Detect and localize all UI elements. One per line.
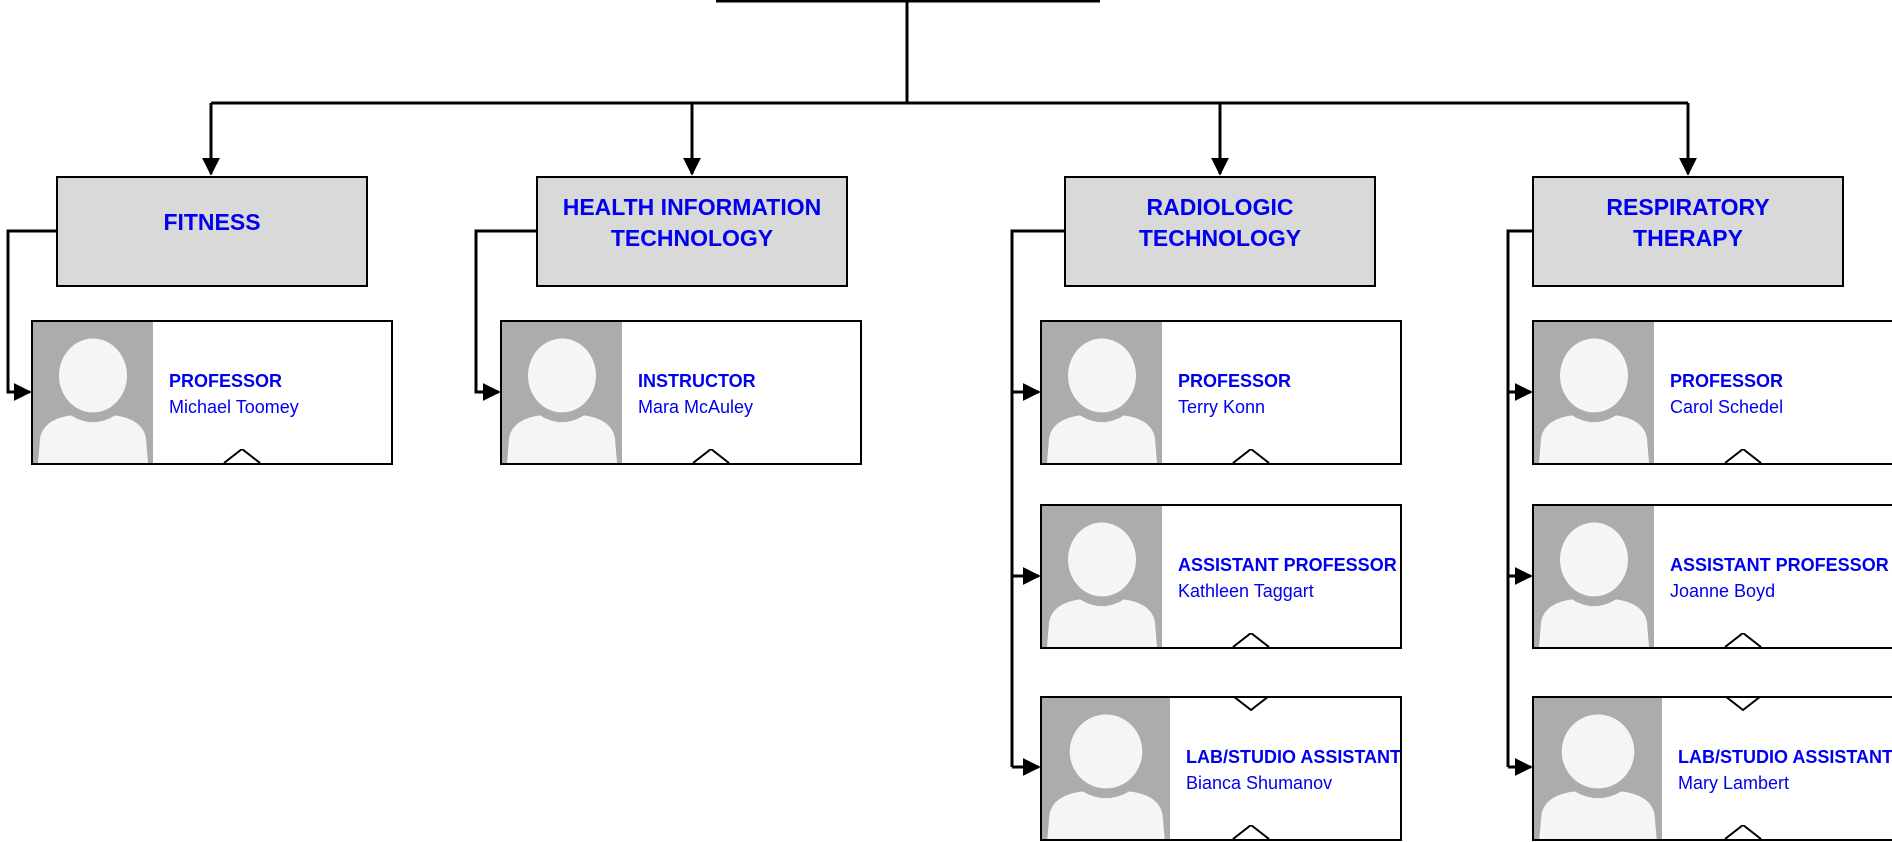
expand-caret-icon: [1724, 633, 1762, 647]
expand-caret-icon: [1232, 633, 1270, 647]
member-spine-respiratory: [1506, 229, 1532, 767]
avatar-placeholder-icon: [1042, 698, 1170, 839]
person-role: PROFESSOR: [169, 371, 283, 391]
person-card-radiologic-2: ASSISTANT PROFESSOR Kathleen Taggart: [1040, 504, 1402, 649]
person-card-respiratory-1: PROFESSOR Carol Schedel: [1532, 320, 1892, 465]
department-health-information-technology: HEALTH INFORMATION TECHNOLOGY: [536, 176, 848, 287]
member-spine-radiologic: [1010, 229, 1064, 767]
department-label: FITNESS: [163, 209, 261, 235]
avatar-placeholder-icon: [1534, 506, 1654, 647]
person-role: PROFESSOR: [1670, 371, 1784, 391]
department-label: RADIOLOGIC TECHNOLOGY: [1138, 193, 1302, 251]
person-name: Kathleen Taggart: [1178, 581, 1314, 601]
expand-caret-icon: [1724, 449, 1762, 463]
person-card-radiologic-3: LAB/STUDIO ASSISTANT Bianca Shumanov: [1040, 696, 1402, 841]
person-card-fitness-1: PROFESSOR Michael Toomey: [31, 320, 393, 465]
person-role: ASSISTANT PROFESSOR: [1670, 555, 1889, 575]
person-name: Carol Schedel: [1670, 397, 1784, 417]
expand-caret-icon: [223, 449, 261, 463]
avatar-placeholder-icon: [1534, 322, 1654, 463]
person-card-respiratory-3: LAB/STUDIO ASSISTANT Mary Lambert: [1532, 696, 1892, 841]
collapse-caret-icon: [1725, 698, 1761, 712]
department-label: RESPIRATORY THERAPY: [1606, 193, 1770, 251]
avatar-placeholder-icon: [33, 322, 153, 463]
person-card-hit-1: INSTRUCTOR Mara McAuley: [500, 320, 862, 465]
avatar-placeholder-icon: [1042, 322, 1162, 463]
person-name: Mara McAuley: [638, 397, 754, 417]
department-radiologic-technology: RADIOLOGIC TECHNOLOGY: [1064, 176, 1376, 287]
expand-caret-icon: [1232, 449, 1270, 463]
member-link-fitness: [6, 229, 56, 401]
person-name: Michael Toomey: [169, 397, 299, 417]
expand-caret-icon: [1724, 825, 1762, 839]
person-role: INSTRUCTOR: [638, 371, 756, 391]
person-name: Joanne Boyd: [1670, 581, 1776, 601]
person-name: Bianca Shumanov: [1186, 773, 1333, 793]
person-role: LAB/STUDIO ASSISTANT: [1678, 747, 1892, 767]
department-respiratory-therapy: RESPIRATORY THERAPY: [1532, 176, 1844, 287]
department-fitness: FITNESS: [56, 176, 368, 287]
person-card-radiologic-1: PROFESSOR Terry Konn: [1040, 320, 1402, 465]
person-role: ASSISTANT PROFESSOR: [1178, 555, 1397, 575]
avatar-placeholder-icon: [502, 322, 622, 463]
collapse-caret-icon: [1233, 698, 1269, 712]
person-role: PROFESSOR: [1178, 371, 1292, 391]
person-name: Mary Lambert: [1678, 773, 1790, 793]
avatar-placeholder-icon: [1534, 698, 1662, 839]
person-card-respiratory-2: ASSISTANT PROFESSOR Joanne Boyd: [1532, 504, 1892, 649]
department-label: HEALTH INFORMATION TECHNOLOGY: [562, 193, 822, 251]
expand-caret-icon: [692, 449, 730, 463]
expand-caret-icon: [1232, 825, 1270, 839]
person-role: LAB/STUDIO ASSISTANT: [1186, 747, 1401, 767]
person-name: Terry Konn: [1178, 397, 1266, 417]
avatar-placeholder-icon: [1042, 506, 1162, 647]
member-link-hit: [474, 229, 536, 401]
